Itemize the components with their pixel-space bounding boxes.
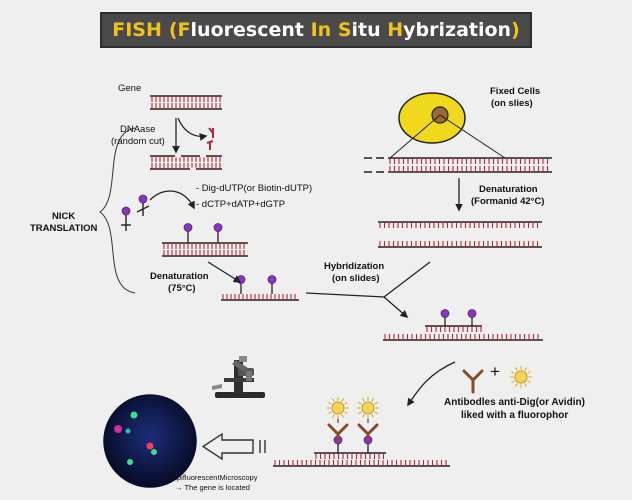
fluorophore-icon [327, 397, 349, 419]
arrow-denaturation-left [207, 261, 242, 283]
label-reagent-dntp: - dCTP+dATP+dGTP [196, 199, 286, 210]
cut-fragment-icon [206, 127, 214, 150]
label-nick: NICK [52, 211, 76, 222]
label-on-slides: (on slides) [332, 273, 380, 284]
title-abbr: FISH [112, 19, 162, 41]
probe-marker-icon [467, 309, 477, 326]
cut-bottom [150, 163, 222, 170]
label-antibodies-line-2: liked with a fluorophor [461, 410, 569, 421]
cut-top [150, 155, 222, 162]
denatured-bottom-strand [378, 241, 542, 248]
label-formanid: (Formanid 42°C) [471, 196, 545, 207]
title-rest-f: luorescent [190, 19, 304, 41]
hybrid-target-strand [383, 334, 543, 341]
arrow-hybridization-left [305, 292, 385, 298]
final-duplex [273, 452, 450, 467]
cut-duplex [150, 154, 222, 171]
title-open-paren: ( [168, 19, 178, 41]
chromosome-duplex [364, 157, 552, 173]
label-plus: + [490, 362, 500, 381]
probe-marker-icon [236, 275, 246, 294]
hybrid-probe-strand [425, 325, 482, 332]
title-initial-h: H [387, 19, 404, 41]
label-denaturation-right: Denaturation [479, 184, 538, 195]
brace-icon [99, 127, 136, 294]
title-rest-s: itu [351, 19, 381, 41]
dna-strands [150, 95, 552, 467]
title-initial-f: F [177, 19, 191, 41]
gene-duplex-bottom [150, 103, 222, 110]
arrow-antibody-step [407, 361, 456, 407]
label-antibodies-line-1: Antibodles anti-Dig(or Avidin) [444, 397, 585, 408]
hybridized-duplex [383, 309, 543, 341]
denatured-probe-strand [221, 294, 299, 301]
probe-marker-icon [267, 275, 277, 294]
hollow-arrow-icon [201, 432, 266, 461]
label-on-slies: (on slies) [491, 98, 533, 109]
microscope-icon [212, 356, 265, 398]
fixed-cell [389, 92, 506, 159]
title-expansion: (Fluorescent In Situ Hybrization) [169, 19, 520, 41]
bound-antibody-complexes [327, 397, 379, 453]
flow-arrows [149, 117, 463, 407]
label-gene-located: → The gene is located [175, 483, 250, 492]
free-nucleotides [121, 194, 150, 231]
labeled-duplex [162, 242, 248, 257]
arrow-labeling [149, 190, 195, 210]
label-random-cut: (random cut) [111, 136, 165, 147]
arrow-hybridization-right [383, 261, 431, 298]
label-hybridization: Hybridization [324, 261, 385, 272]
label-gene: Gene [118, 83, 142, 94]
label-denaturation-left: Denaturation [150, 271, 209, 282]
arrow-hybridization-merge [383, 296, 409, 319]
label-epifluorescent: EpifluorescentMicroscopy [172, 473, 258, 482]
antibody-icon [462, 369, 484, 394]
fluorophore-icon [357, 397, 379, 419]
antibody-icon [357, 423, 379, 441]
fluorophore-icon [510, 366, 532, 388]
page-title: FISH (Fluorescent In Situ Hybrization) [100, 12, 532, 48]
label-reagent-dig: - Dig-dUTP(or Biotin-dUTP) [196, 183, 313, 194]
label-fixed-cells: Fixed Cells [490, 86, 541, 97]
gene-duplex-top [150, 95, 222, 102]
chromosome-bottom [388, 166, 552, 173]
title-initial-in: In [310, 19, 332, 41]
labeled-duplex-top [162, 242, 248, 249]
probe-marker-icon [440, 309, 450, 326]
final-target-strand [273, 460, 450, 467]
antibody-icon [327, 423, 349, 441]
microscope-field-icon [103, 394, 197, 488]
title-close-paren: ) [511, 19, 520, 41]
title-initial-s: S [337, 19, 352, 41]
labeled-duplex-bottom [162, 250, 248, 257]
denatured-top-strand [378, 221, 542, 228]
final-probe-strand [314, 452, 386, 459]
label-denaturation-left-temp: (75°C) [168, 283, 196, 294]
chromosome-top [388, 157, 552, 164]
label-dnaase: DNAase [120, 124, 156, 135]
arrow-dnaase-cut [177, 117, 208, 141]
fluorophore-icon [510, 366, 532, 388]
probe-marker-icon [213, 223, 223, 243]
probe-marker-icon [183, 223, 193, 243]
label-translation: TRANSLATION [30, 223, 98, 234]
gene-duplex [150, 95, 222, 110]
title-rest-h: ybrization [403, 19, 512, 41]
